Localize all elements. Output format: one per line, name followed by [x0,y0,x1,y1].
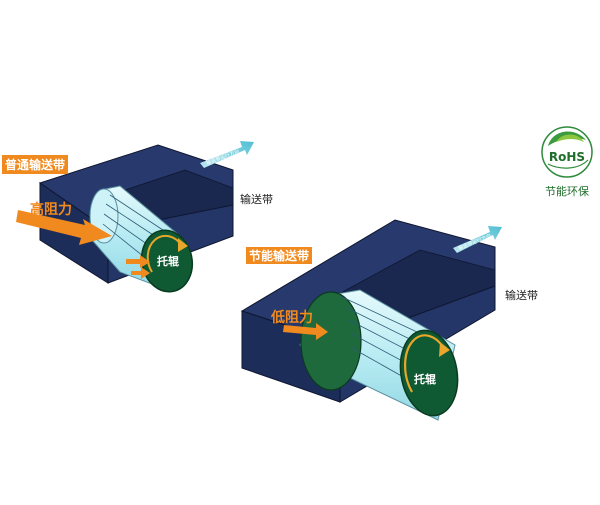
small-resistance-arrow [126,255,150,268]
circular-arrow-head [439,342,450,357]
circular-arrow-head [178,238,188,252]
rohs-logo-text: RoHS [549,150,585,164]
normal-belt-tag [2,155,68,174]
high-resistance-arrow [16,210,112,245]
roller-1-label: 托辊 [157,254,179,268]
energy-belt-group: 托辊 输送带运行方向 [240,219,502,421]
normal-belt-group: 托辊 输送带运行方向 [16,141,254,293]
roller-2-back-cap [300,291,362,391]
belt-2-label: 输送带 [505,288,538,302]
arrow-up-right-icon [453,226,502,253]
roller-2-label: 托辊 [414,372,436,386]
leaf-icon [556,134,584,142]
low-resistance-label: 低阻力 [270,309,313,326]
low-resistance-arrow [283,323,328,340]
swoosh [547,159,589,169]
energy-belt-label: 节能输送带 [249,248,309,263]
roller-1: 托辊 [89,185,194,293]
roller-2: 托辊 [299,289,459,421]
normal-belt-label: 普通输送带 [5,157,65,172]
belt-1-label: 输送带 [240,192,273,206]
arrow-up-right-icon [200,141,254,168]
energy-belt-tag [246,247,312,264]
small-resistance-arrow [131,267,150,279]
rohs-leaf-badge: RoHS [541,126,593,178]
eco-caption: 节能环保 [545,184,589,198]
high-resistance-label: 高阻力 [30,201,72,218]
leaf-icon [548,131,586,146]
direction-1-label: 输送带运行方向 [205,148,240,167]
circular-arrow-icon [146,234,183,273]
circular-arrow-icon [404,334,446,393]
